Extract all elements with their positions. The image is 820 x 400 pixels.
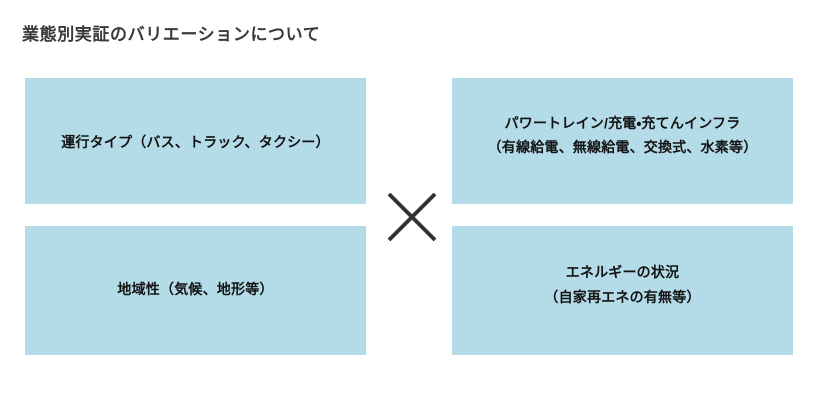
matrix-box-regionality: 地域性（気候、地形等） [25, 226, 366, 355]
multiplication-cross-icon [386, 191, 438, 243]
page-title: 業態別実証のバリエーションについて [22, 25, 321, 44]
matrix-box-label: パワートレイン/充電・充てんインフラ （有線給電、無線給電、交換式、水素等） [487, 114, 758, 155]
matrix-box-powertrain-infrastructure: パワートレイン/充電・充てんインフラ （有線給電、無線給電、交換式、水素等） [452, 78, 793, 204]
matrix-box-label: 地域性（気候、地形等） [117, 281, 274, 298]
matrix-box-energy-situation: エネルギーの状況 （自家再エネの有無等） [452, 226, 793, 355]
matrix-box-label: エネルギーの状況 （自家再エネの有無等） [544, 264, 701, 305]
matrix-box-label: 運行タイプ（バス、トラック、タクシー） [61, 133, 330, 150]
matrix-box-operation-type: 運行タイプ（バス、トラック、タクシー） [25, 78, 366, 204]
